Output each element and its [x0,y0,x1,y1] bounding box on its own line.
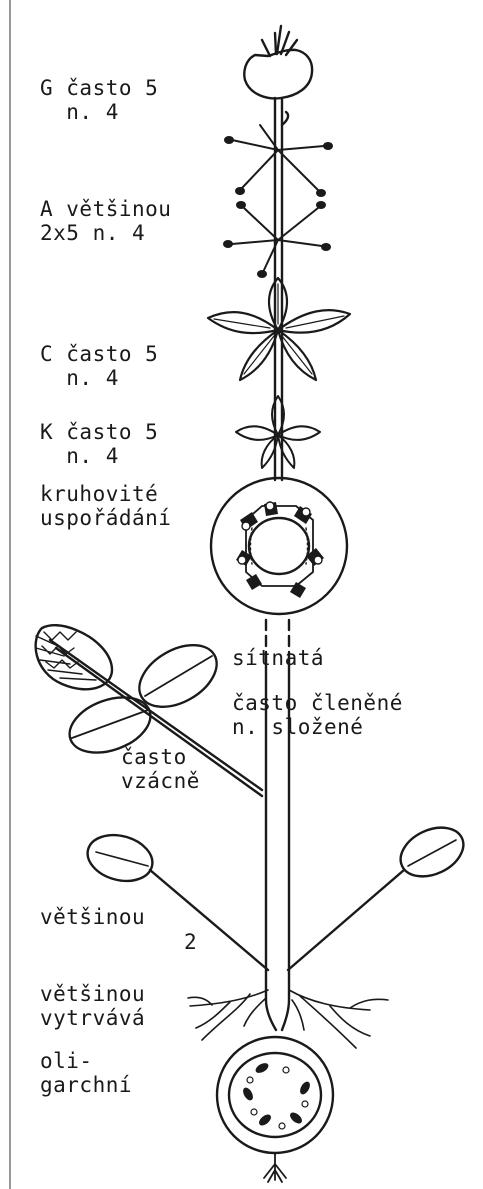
gynoecium-label: G často 5 n. 4 [40,76,158,124]
calyx-label: K často 5 n. 4 [40,420,158,468]
cotyledons-label: většinou [40,905,145,929]
stem-cross-section [211,478,347,614]
cotyledon-count: 2 [184,930,197,954]
corolla-drawing [208,278,350,380]
root-system-label: většinou vytrvává [40,982,145,1030]
main-axis [275,98,288,480]
stipules-label: často vzácně [121,745,200,793]
calyx-drawing [236,396,320,468]
gynoecium-drawing [244,26,312,98]
cotyledons-drawing [82,818,471,970]
root-tip [264,1153,286,1182]
venation-label: sítnatá [232,646,324,670]
vascular-arrangement-label: kruhovité uspořádání [40,482,171,530]
anthers [223,136,333,278]
root-cross-section [217,1037,333,1153]
androecium-drawing [232,125,324,270]
root-xylem-label: oli- garchní [40,1049,132,1097]
androecium-label: A většinou 2x5 n. 4 [40,197,171,245]
corolla-label: C často 5 n. 4 [40,342,158,390]
leaf-shape-label: často členěné n. složené [232,691,403,739]
